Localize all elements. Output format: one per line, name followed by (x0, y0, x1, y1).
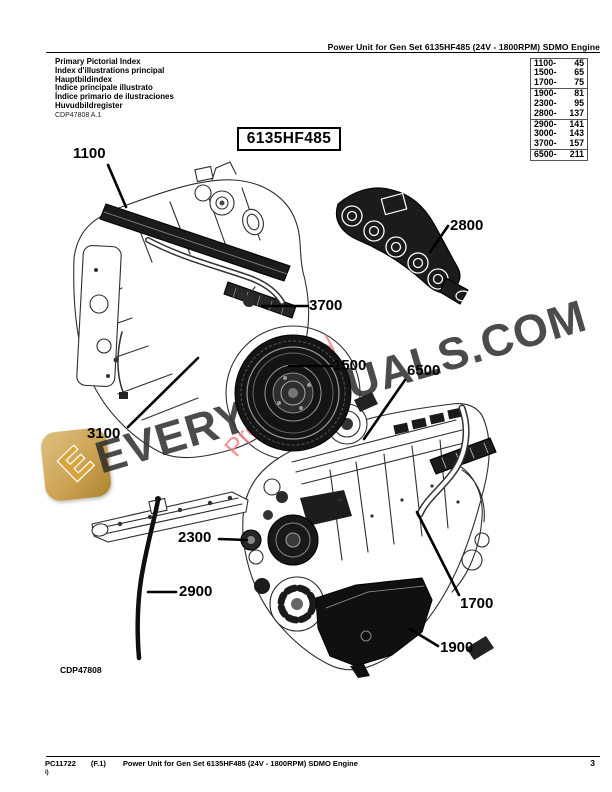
table-row: 2300- 95 (531, 97, 587, 109)
callout-2300: 2300 (178, 529, 212, 546)
engine-bottom-right-drawing (240, 392, 497, 678)
section-cell: 2300- (534, 97, 557, 108)
page-cell: 45 (574, 57, 584, 68)
callout-1500: 1500 (333, 357, 367, 374)
page-cell: 141 (569, 118, 584, 129)
table-row: 3000- 143 (531, 129, 587, 139)
callout-3100: 3100 (87, 425, 121, 442)
section-cell: 1700- (534, 77, 557, 88)
exhaust-manifold-drawing (336, 187, 471, 305)
table-row: 1100- 45 (531, 57, 587, 69)
index-title-fr: Index d'illustrations principal (55, 65, 165, 75)
pictorial-index-titles: Primary Pictorial Index Index d'illustra… (55, 57, 174, 111)
section-cell: 3000- (534, 128, 557, 139)
callout-6500: 6500 (407, 362, 441, 379)
footer-revision: (F.1) (90, 759, 106, 768)
section-cell: 6500- (534, 149, 557, 160)
footer-title: Power Unit for Gen Set 6135HF485 (24V - … (122, 759, 358, 768)
table-row: 2900- 141 (531, 118, 587, 130)
header-rule (46, 52, 600, 54)
callout-1100: 1100 (73, 145, 106, 162)
page-cell: 211 (569, 149, 584, 160)
cover-strip-and-tube-drawing (91, 491, 249, 661)
footer-rule (46, 756, 600, 757)
page-cell: 157 (569, 138, 584, 149)
page-cell: 137 (569, 107, 584, 118)
figure-code: CDP47808 (60, 665, 102, 675)
table-row: 1900- 81 (531, 88, 587, 99)
section-cell: 3700- (534, 138, 557, 149)
page-header-title: Power Unit for Gen Set 6135HF485 (24V - … (327, 42, 600, 52)
index-title-sv: Huvudbildregister (55, 100, 123, 110)
page-number: 3 (590, 758, 595, 768)
section-cell: 2800- (534, 107, 557, 118)
callout-2800: 2800 (450, 217, 484, 234)
index-title-it: Indice principale illustrato (55, 83, 153, 93)
footer-note: i) (45, 770, 49, 776)
index-title-es: Índice primario de ilustraciones (55, 92, 174, 102)
drawing-reference: CDP47808 A.1 (55, 112, 102, 119)
page-cell: 95 (574, 97, 584, 108)
page-cell: 143 (569, 128, 584, 139)
table-row: 3700- 157 (531, 138, 587, 149)
table-row: 1700- 75 (531, 77, 587, 88)
index-title-en: Primary Pictorial Index (55, 57, 141, 66)
callout-3700: 3700 (309, 297, 343, 314)
section-page-index-table: 1100-45 1500-65 1700-75 1900-81 2300-95 … (530, 57, 588, 161)
section-cell: 1100- (534, 57, 557, 68)
model-number-box: 6135HF485 (237, 127, 341, 151)
table-row: 2800- 137 (531, 107, 587, 119)
table-row: 6500- 211 (531, 149, 587, 160)
page-cell: 65 (574, 67, 584, 78)
section-cell: 1900- (534, 88, 557, 99)
section-cell: 2900- (534, 118, 557, 129)
footer-line: PC11722 (F.1) Power Unit for Gen Set 6135H… (45, 759, 358, 768)
section-cell: 1500- (534, 67, 557, 78)
page-cell: 75 (574, 77, 584, 88)
footer-doc-code: PC11722 (45, 759, 76, 768)
callout-2900: 2900 (179, 583, 213, 600)
index-title-de: Hauptbildindex (55, 74, 112, 84)
page-cell: 81 (574, 88, 584, 99)
table-row: 1500- 65 (531, 67, 587, 78)
callout-1700: 1700 (460, 595, 494, 612)
callout-1900: 1900 (440, 639, 474, 656)
